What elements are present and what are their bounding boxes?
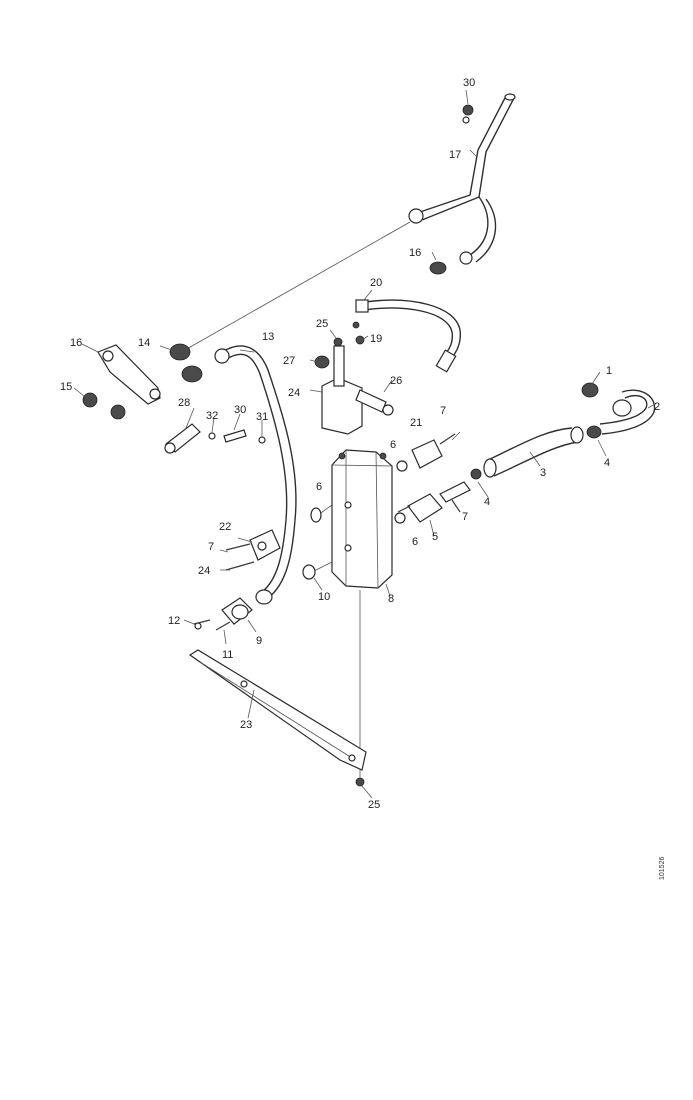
callout-6-right: 6: [412, 536, 418, 548]
callout-14: 14: [138, 337, 150, 349]
nut-25-top: [333, 337, 343, 347]
callout-22: 22: [219, 521, 231, 533]
callout-7-left: 7: [208, 541, 214, 553]
callout-6-top: 6: [390, 439, 396, 451]
fitting-1: [581, 382, 599, 398]
callout-23: 23: [240, 719, 252, 731]
callout-12: 12: [168, 615, 180, 627]
callout-17: 17: [449, 149, 461, 161]
callout-25-bottom: 25: [368, 799, 380, 811]
callout-4-mid: 4: [484, 496, 490, 508]
callout-28: 28: [178, 397, 190, 409]
bolt-24-left: [225, 561, 255, 571]
callout-8: 8: [388, 593, 394, 605]
nut-27: [314, 355, 330, 369]
callout-26: 26: [390, 375, 402, 387]
connector-22: [249, 529, 281, 561]
fitting-30-top: [462, 104, 474, 124]
connector-5: [397, 493, 443, 523]
callout-3: 3: [540, 467, 546, 479]
rail-23: [188, 649, 367, 771]
valve-9: [221, 597, 253, 625]
hose-3: [483, 426, 584, 478]
filter-housing-8: [331, 449, 393, 589]
fitting-4-right: [586, 425, 602, 439]
callout-24-top: 24: [288, 387, 300, 399]
reference-number: 101526: [659, 857, 666, 880]
callout-21: 21: [410, 417, 422, 429]
callout-15: 15: [60, 381, 72, 393]
callout-30-top: 30: [463, 77, 475, 89]
leader-ticks: [73, 89, 656, 799]
callout-2: 2: [654, 401, 660, 413]
bracket-16: [97, 344, 161, 405]
callout-7-right: 7: [462, 511, 468, 523]
leader-line: [184, 221, 411, 351]
pipe-7-right: [439, 481, 471, 513]
washer-6-left: [310, 507, 322, 523]
nut-31: [258, 436, 266, 444]
clamp-28: [164, 423, 201, 454]
hose-20: [352, 299, 462, 373]
callout-20: 20: [370, 277, 382, 289]
callout-27: 27: [283, 355, 295, 367]
callout-4-right: 4: [604, 457, 610, 469]
callout-6-left: 6: [316, 481, 322, 493]
bolt-32: [208, 432, 216, 440]
callout-24-left: 24: [198, 565, 210, 577]
callout-7-top: 7: [440, 405, 446, 417]
callout-16-left: 16: [70, 337, 82, 349]
elbow-2: [599, 389, 656, 435]
nut-25-bottom: [355, 777, 365, 787]
callout-11: 11: [222, 649, 233, 661]
callout-13: 13: [262, 331, 274, 343]
callout-19: 19: [370, 333, 382, 345]
pipe-17: [408, 93, 516, 265]
callout-10: 10: [318, 591, 330, 603]
screw-30-mid: [223, 429, 247, 443]
bolt-12: [193, 619, 211, 630]
callout-32: 32: [206, 410, 218, 422]
screw-19: [355, 335, 365, 345]
callout-16-top: 16: [409, 247, 421, 259]
fitting-14: [169, 343, 203, 383]
bracket-24: [321, 345, 363, 435]
fitting-4-mid: [470, 468, 482, 480]
screw-11: [215, 621, 231, 631]
fitting-15: [82, 392, 126, 420]
washer-6-right: [394, 460, 408, 524]
hose-13: [214, 345, 297, 605]
bolt-7-left: [225, 543, 251, 551]
bolt-26: [355, 389, 394, 416]
connector-21: [411, 433, 456, 469]
callout-5: 5: [432, 531, 438, 543]
callout-25-top: 25: [316, 318, 328, 330]
callout-31: 31: [256, 411, 268, 423]
fitting-16-top: [429, 261, 447, 275]
callout-30-mid: 30: [234, 404, 246, 416]
callout-9: 9: [256, 635, 262, 647]
callout-labels: 30 17 16 20 25 19 27 24 26 13 14 16 15 2…: [60, 77, 660, 811]
callout-1: 1: [606, 365, 612, 377]
washer-10: [302, 564, 316, 580]
